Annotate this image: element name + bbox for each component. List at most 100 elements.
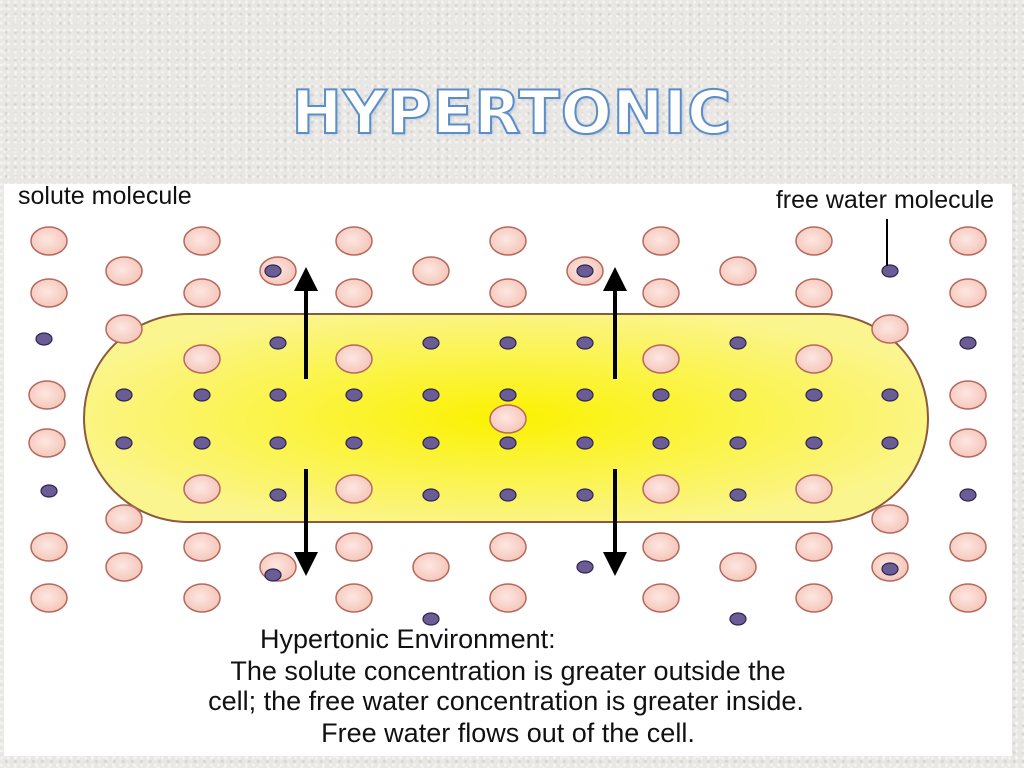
water-molecule: [345, 436, 363, 450]
solute-molecule: [642, 532, 680, 562]
solute-molecule: [335, 226, 373, 256]
solute-molecule: [183, 226, 221, 256]
solute-molecule: [28, 428, 66, 458]
water-molecule: [499, 336, 517, 350]
solute-molecule: [642, 226, 680, 256]
solute-molecule: [949, 428, 987, 458]
solute-molecule: [642, 583, 680, 613]
solute-molecule: [183, 278, 221, 308]
water-molecule: [35, 332, 53, 346]
diagram-panel: solute molecule free water molecule Hype…: [4, 184, 1012, 756]
solute-molecule: [795, 474, 833, 504]
water-molecule: [729, 612, 747, 626]
caption-line-3: Free water flows out of the cell.: [321, 718, 695, 748]
water-molecule: [193, 436, 211, 450]
water-molecule: [959, 488, 977, 502]
solute-molecule: [795, 532, 833, 562]
solute-molecule: [105, 552, 143, 582]
water-molecule: [422, 488, 440, 502]
water-molecule: [959, 336, 977, 350]
water-molecule: [422, 436, 440, 450]
solute-molecule: [795, 278, 833, 308]
water-molecule: [576, 388, 594, 402]
solute-molecule: [30, 532, 68, 562]
solute-molecule: [335, 278, 373, 308]
water-molecule: [115, 436, 133, 450]
flow-arrows: [294, 267, 627, 576]
solute-molecule: [489, 583, 527, 613]
solute-molecule: [30, 226, 68, 256]
solute-molecule-label: solute molecule: [18, 184, 192, 210]
solute-molecule: [795, 344, 833, 374]
solute-molecule: [949, 278, 987, 308]
water-molecule: [652, 388, 670, 402]
solute-molecule: [642, 474, 680, 504]
solute-molecule: [795, 583, 833, 613]
solute-molecule: [30, 278, 68, 308]
water-molecule: [729, 388, 747, 402]
water-molecule: [576, 436, 594, 450]
water-molecule: [269, 388, 287, 402]
water-molecule: [576, 488, 594, 502]
solute-molecule: [489, 404, 527, 434]
solute-molecule: [949, 226, 987, 256]
water-molecule: [40, 484, 58, 498]
water-molecule: [576, 560, 594, 574]
caption-heading: Hypertonic Environment:: [260, 624, 556, 654]
water-molecule: [652, 436, 670, 450]
solute-molecule: [489, 278, 527, 308]
slide-title: HYPERTONIC: [291, 77, 733, 149]
solute-molecule: [871, 504, 909, 534]
solute-molecule: [412, 256, 450, 286]
solute-molecule: [489, 226, 527, 256]
solute-molecule: [412, 552, 450, 582]
water-molecule: [193, 388, 211, 402]
solute-molecule: [30, 583, 68, 613]
solute-molecule: [335, 344, 373, 374]
water-molecule: [269, 436, 287, 450]
water-molecule: [269, 488, 287, 502]
solute-molecule: [489, 532, 527, 562]
solute-molecule: [105, 504, 143, 534]
water-molecule: [345, 388, 363, 402]
solute-molecule: [335, 583, 373, 613]
water-molecule: [805, 388, 823, 402]
solute-molecule: [642, 278, 680, 308]
water-molecule: [729, 436, 747, 450]
solute-molecule: [183, 583, 221, 613]
water-molecule: [269, 336, 287, 350]
solute-molecule: [183, 474, 221, 504]
solute-molecule: [335, 474, 373, 504]
water-molecule: [499, 488, 517, 502]
water-molecule: [499, 436, 517, 450]
solute-molecule: [105, 256, 143, 286]
caption-line-1: The solute concentration is greater outs…: [230, 656, 785, 686]
water-molecule: [729, 336, 747, 350]
solute-molecule: [183, 344, 221, 374]
solute-molecule: [949, 380, 987, 410]
solute-molecule: [949, 532, 987, 562]
caption-line-2: cell; the free water concentration is gr…: [208, 686, 804, 716]
water-molecule: [881, 264, 899, 278]
water-molecule: [576, 336, 594, 350]
solute-molecule: [949, 583, 987, 613]
solute-molecule: [642, 344, 680, 374]
solute-molecule: [28, 380, 66, 410]
solute-molecule: [719, 256, 757, 286]
water-molecule: [264, 568, 282, 582]
water-molecule: [805, 436, 823, 450]
water-molecule: [264, 264, 282, 278]
solute-molecule: [871, 314, 909, 344]
water-molecule: [729, 488, 747, 502]
water-molecule: [499, 388, 517, 402]
water-molecule: [881, 562, 899, 576]
solute-molecule: [183, 532, 221, 562]
solute-molecule: [719, 552, 757, 582]
water-molecule: [115, 388, 133, 402]
water-molecule: [422, 388, 440, 402]
water-molecule: [881, 388, 899, 402]
solute-molecule: [105, 314, 143, 344]
osmosis-diagram: solute molecule free water molecule Hype…: [18, 184, 994, 748]
water-molecule: [881, 436, 899, 450]
water-molecule: [576, 264, 594, 278]
